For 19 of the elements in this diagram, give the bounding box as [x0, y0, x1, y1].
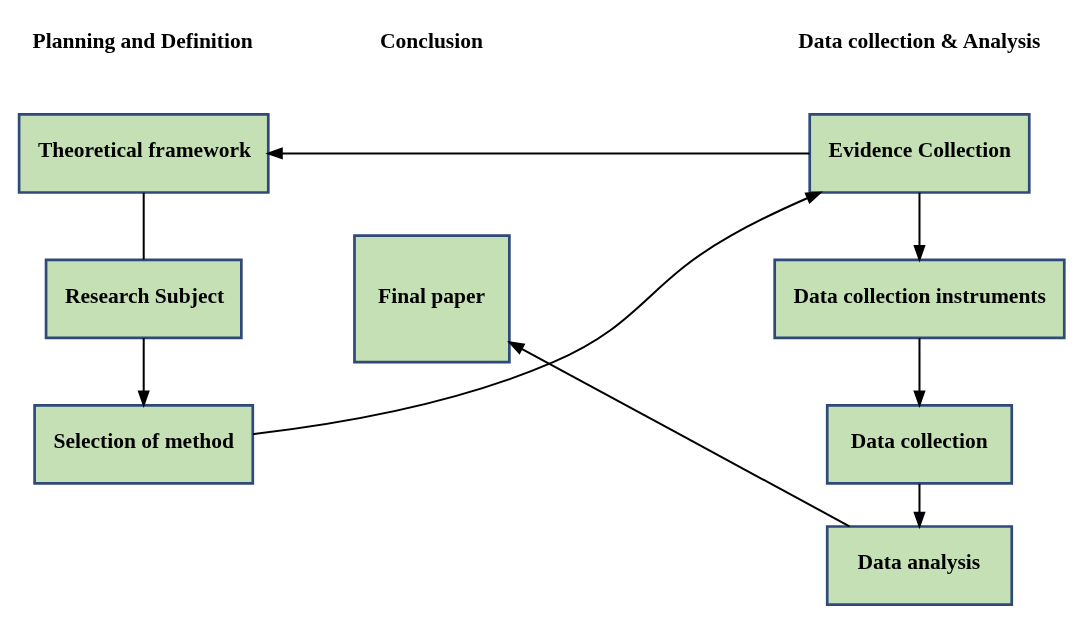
label: Conclusion [380, 29, 483, 54]
label: Planning and Definition [32, 29, 253, 54]
node-box: Data collection [825, 403, 1014, 485]
arrow [137, 338, 150, 408]
arrow [913, 192, 926, 263]
node-box: Final paper [353, 234, 511, 364]
label: Data collection & Analysis [798, 29, 1041, 54]
arrow [913, 483, 926, 530]
node-box: Data analysis [825, 525, 1014, 606]
node-box: Research Subject [44, 258, 243, 340]
node-box: Data collection instruments [773, 258, 1066, 340]
node-box: Selection of method [33, 403, 255, 485]
arrow [252, 191, 823, 436]
node-box: Theoretical framework [17, 113, 270, 194]
arrow [265, 147, 810, 160]
connector [142, 192, 145, 260]
arrow [913, 338, 926, 408]
arrow [507, 340, 850, 528]
node-box: Evidence Collection [808, 113, 1031, 194]
